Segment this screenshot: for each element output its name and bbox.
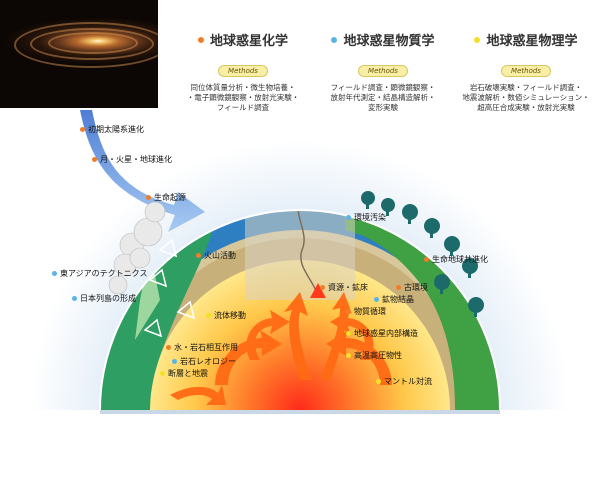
section-baseline xyxy=(100,410,500,414)
category-geophysics: 地球惑星物理学 Methods 岩石破壊実験・フィールド調査・地震波解析・数値シ… xyxy=(454,30,598,113)
label-high-pressure: 高温高圧物性 xyxy=(346,350,402,361)
blue-dot-icon xyxy=(346,215,351,220)
label-env-pollution: 環境汚染 xyxy=(346,212,386,223)
category-title: 地球惑星物理学 xyxy=(486,34,578,49)
mantle-convection-arrows xyxy=(170,292,392,405)
category-methods-text: 岩石破壊実験・フィールド調査・地震波解析・数値シミュレーション・超高圧合成実験・… xyxy=(462,83,590,112)
yellow-dot-icon xyxy=(376,379,381,384)
label-east-asia: 東アジアのテクトニクス xyxy=(52,268,147,279)
orange-dot-icon xyxy=(424,257,429,262)
volcano-marker-icon xyxy=(310,283,326,298)
tree-icons xyxy=(361,191,484,317)
label-paleo-env: 古環境 xyxy=(396,282,428,293)
orange-dot-icon xyxy=(92,157,97,162)
label-mantle-conv: マントル対流 xyxy=(376,376,432,387)
label-moon-mars: 月・火星・地球進化 xyxy=(92,154,172,165)
yellow-dot-icon xyxy=(346,353,351,358)
yellow-dot-icon xyxy=(474,36,481,43)
label-volcanic: 火山活動 xyxy=(196,250,236,261)
yellow-dot-icon xyxy=(160,371,165,376)
orange-dot-icon xyxy=(196,253,201,258)
label-origin-life: 生命起源 xyxy=(146,192,186,203)
label-rock-rheology: 岩石レオロジー xyxy=(172,356,236,367)
category-geochemistry: 地球惑星化学 Methods 同位体質量分析・微生物培養・・電子顕微鏡観察・放射… xyxy=(178,30,308,113)
blue-dot-icon xyxy=(331,36,338,43)
continent-left xyxy=(100,210,220,410)
fault-line xyxy=(297,210,319,299)
yellow-dot-icon xyxy=(346,331,351,336)
category-methods-text: フィールド調査・顕微鏡観察・放射年代測定・結晶構造解析・変形実験 xyxy=(330,83,436,112)
category-methods-text: 同位体質量分析・微生物培養・・電子顕微鏡観察・放射光実験・フィールド調査 xyxy=(186,83,300,112)
orange-dot-icon xyxy=(166,345,171,350)
methods-badge: Methods xyxy=(218,65,268,77)
methods-badge: Methods xyxy=(501,65,551,77)
blue-dot-icon xyxy=(172,359,177,364)
methods-badge: Methods xyxy=(358,65,408,77)
label-faults-quake: 断層と地震 xyxy=(160,368,208,379)
volcanic-plume-icon xyxy=(108,201,166,295)
crustal-section-panel xyxy=(245,210,355,300)
yellow-dot-icon xyxy=(206,313,211,318)
blue-dot-icon xyxy=(72,296,77,301)
orange-dot-icon xyxy=(346,309,351,314)
category-mineralogy: 地球惑星物質学 Methods フィールド調査・顕微鏡観察・放射年代測定・結晶構… xyxy=(318,30,448,113)
orange-dot-icon xyxy=(146,195,151,200)
label-japan-arc: 日本列島の形成 xyxy=(72,293,136,304)
category-title: 地球惑星物質学 xyxy=(343,34,435,49)
curved-arrow-icon xyxy=(80,110,205,232)
plate-boundary-marks xyxy=(143,238,196,338)
label-fluid-flow: 流体移動 xyxy=(206,310,246,321)
blue-dot-icon xyxy=(374,297,379,302)
label-mineral-dating: 鉱物結晶 xyxy=(374,294,414,305)
label-early-solar: 初期太陽系進化 xyxy=(80,124,144,135)
label-water-rock: 水・岩石相互作用 xyxy=(166,342,238,353)
orange-dot-icon xyxy=(396,285,401,290)
orange-dot-icon xyxy=(320,285,325,290)
protoplanetary-disk-image xyxy=(0,0,158,108)
blue-dot-icon xyxy=(52,271,57,276)
orange-dot-icon xyxy=(80,127,85,132)
category-title: 地球惑星化学 xyxy=(209,34,288,49)
orange-dot-icon xyxy=(197,36,204,43)
label-interior: 地球惑星内部構造 xyxy=(346,328,418,339)
label-resources: 資源・鉱床 xyxy=(320,282,368,293)
label-material-cycle: 物質循環 xyxy=(346,306,386,317)
label-coevolution: 生命地球共進化 xyxy=(424,254,488,265)
